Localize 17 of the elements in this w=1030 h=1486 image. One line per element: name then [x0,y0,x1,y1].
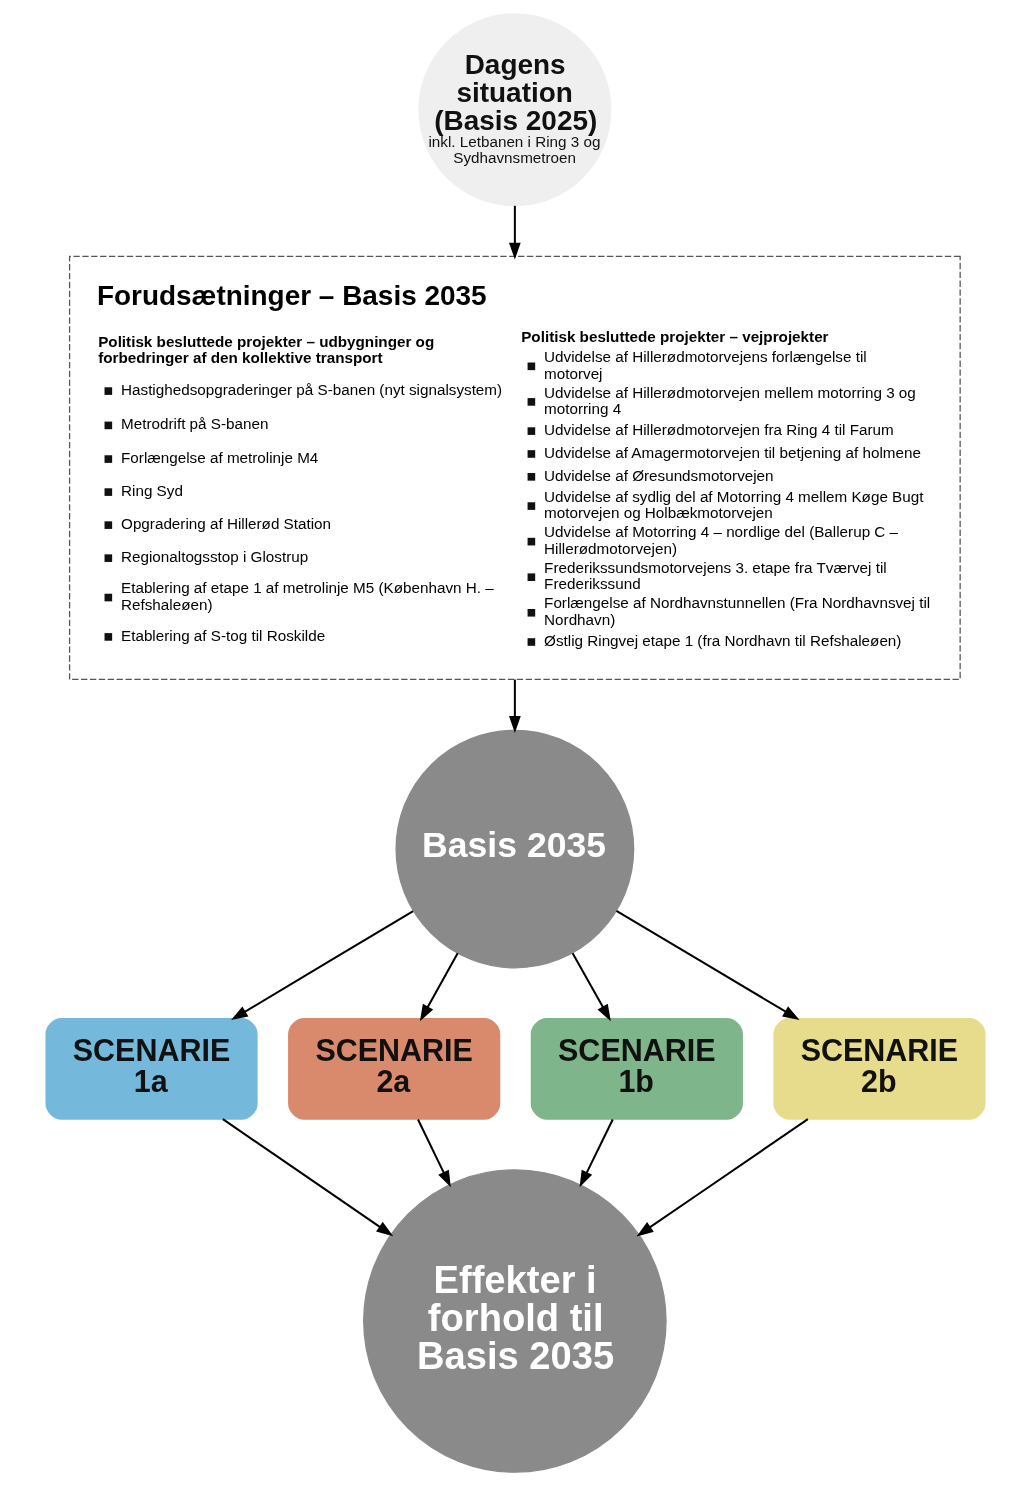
arrow [416,1119,451,1188]
node-circle: Basis 2035 [394,729,634,969]
arrow [419,952,459,1022]
node-box: SCENARIE 2a [287,1018,500,1120]
arrow [571,952,611,1022]
node-box: SCENARIE 1a [44,1018,258,1120]
arrow [508,679,521,733]
node-circle: Dagens situation (Basis 2025) inkl. Letbanen i Ring 3 og Sydhavnsmetroen [417,13,611,207]
node-box: SCENARIE 1b [530,1018,743,1120]
arrow [636,1118,808,1237]
node-box: SCENARIE 2b [772,1018,986,1120]
arrow [221,1118,393,1237]
arrow [230,910,414,1021]
node-box: Forudsætninger – Basis 2035 Politisk besluttede projekter – udbygninger og forbedringer af den kollektive transport Hastighedsopgraderinger på S-banen (nyt signalsystem) Metrodrift på S-banen Forlængelse af metrolinje M4 Ring Syd Opgradering af Hillerød Station Regionaltogsstop i Glostrup Etablering af etape 1 af metrolinje M5 (København H. – Refshaleøen) Etablering af S-tog til Roskilde Politisk besluttede projekter – vejprojekter Udvidelse af Hillerødmotorvejens forlængelse til motorvej Udvidelse af Hillerødmotorvejen mellem motorring 3 og motorring 4 Udvidelse af Hillerødmotorvejen fra Ring 4 til Farum Udvidelse af Amagermotorvejen til betjening af holmene Udvidelse af Øresundsmotorvejen Udvidelse af sydlig del af Motorring 4 mellem Køge Bugt motorvejen og Holbækmotorvejen Udvidelse af Motorring 4 – nordlige del (Ballerup C – Hillerødmotorvejen) Frederikssundsmotorvejens 3. etape fra Tværvej til Frederikssund Forlængelse af Nordhavnstunnellen (Fra Nordhavnsvej til Nordhavn) Østlig Ringvej etape 1 (fra Nordhavn til Refshaleøen) [68,255,961,681]
arrow [615,910,799,1020]
arrow [508,205,521,260]
arrow [579,1119,614,1188]
